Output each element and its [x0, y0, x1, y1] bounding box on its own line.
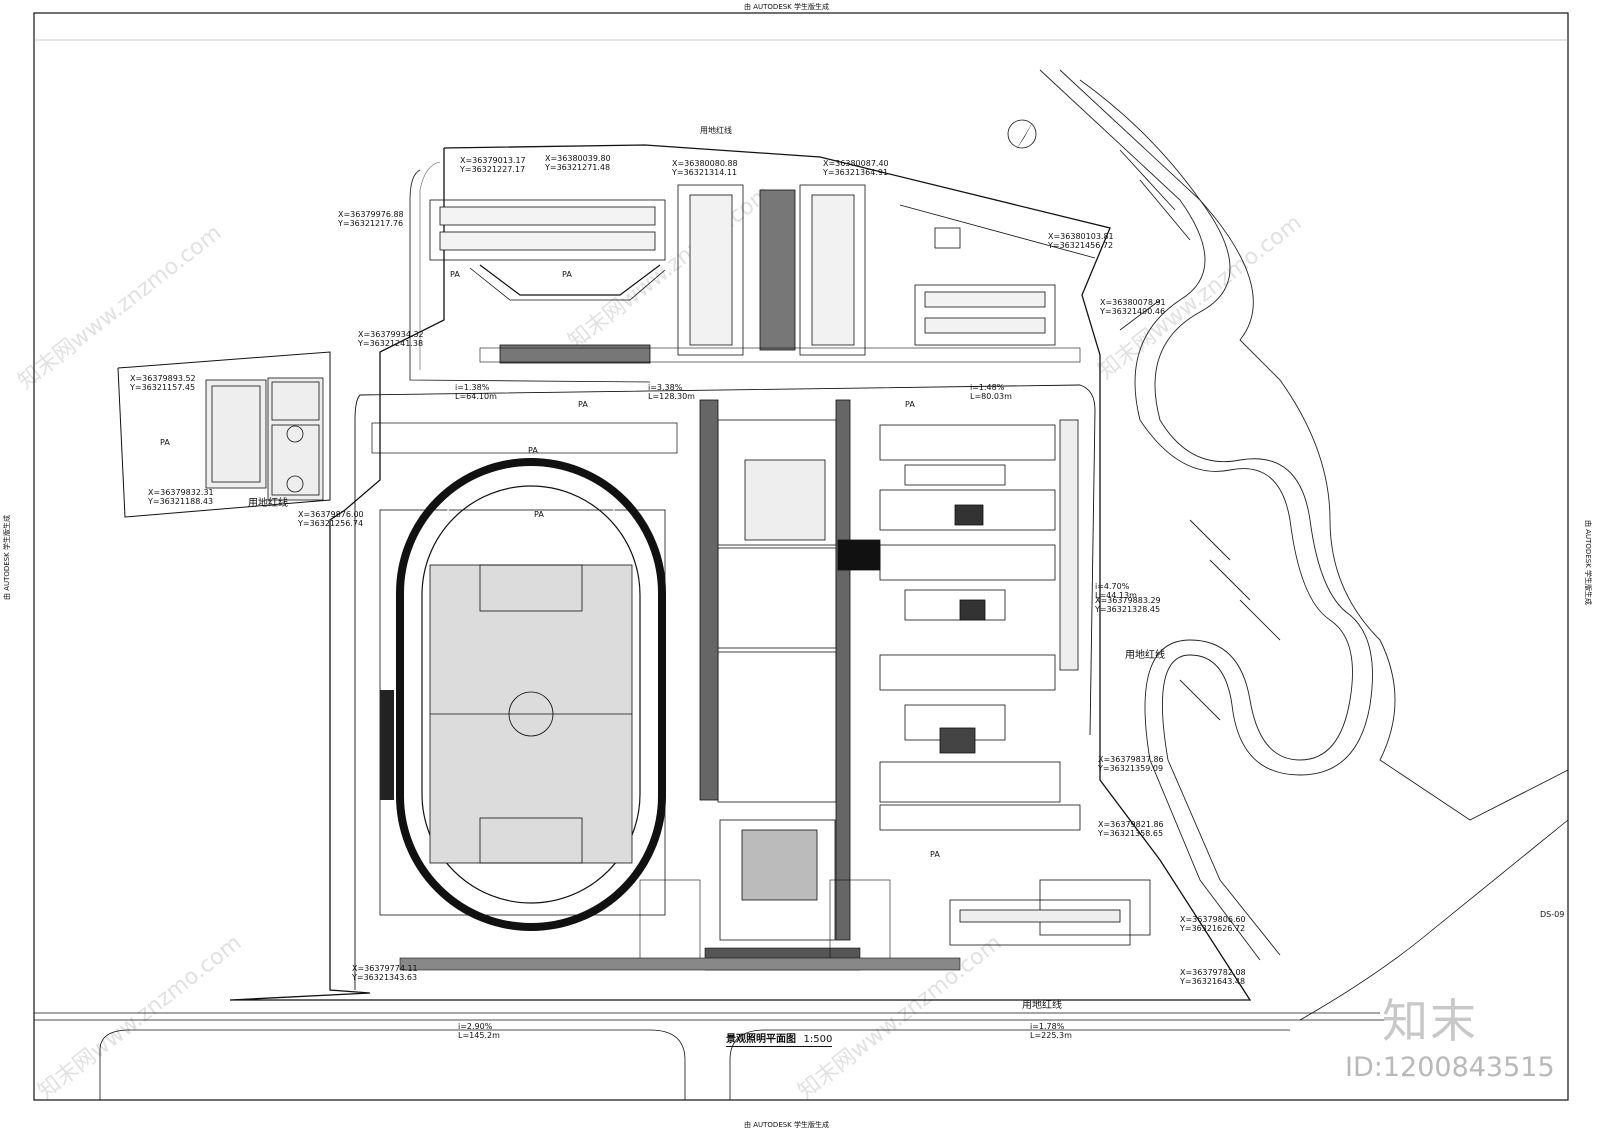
sports-field	[371, 422, 678, 931]
dorm-block-northwest	[429, 199, 666, 364]
area-code: PA	[930, 850, 940, 859]
area-code: PA	[528, 446, 538, 455]
area-code: PA	[450, 270, 460, 279]
road-gradient-label: i=1.48%L=80.03m	[970, 383, 1012, 401]
boundary-label-north: 用地红线	[700, 125, 732, 135]
site-boundary	[229, 144, 1252, 1001]
area-code: PA	[160, 438, 170, 447]
annex-boundary	[117, 351, 331, 518]
south-entrance-plaza	[399, 879, 961, 971]
drawing-title-block: 景观照明平面图 1:500	[726, 1030, 833, 1047]
northeast-building	[899, 204, 1096, 346]
annex-courts	[205, 377, 324, 501]
central-walkway	[479, 347, 1081, 363]
road-gradient-label: i=1.78%L=225.3m	[1030, 1022, 1072, 1040]
boundary-label: 用地红线	[1125, 650, 1165, 661]
header-stamp: 由 AUTODESK 学生版生成	[744, 3, 829, 11]
north-twin-buildings	[677, 184, 866, 356]
road-gradient-label: i=2.90%L=145.2m	[458, 1022, 500, 1040]
north-arrow-icon	[1007, 119, 1037, 150]
south-road	[34, 819, 1569, 1100]
watermark-id: ID:1200843515	[1345, 1052, 1555, 1083]
campus-ring-road	[354, 384, 1096, 990]
area-code: PA	[534, 510, 544, 519]
watermark-logo: 知末	[1382, 994, 1478, 1048]
hillside-road	[1039, 69, 1569, 961]
area-code: PA	[578, 400, 588, 409]
road-gradient-label: i=3.38%L=128.30m	[648, 383, 695, 401]
drawing-scale: 1:500	[803, 1034, 833, 1045]
area-code: PA	[562, 270, 572, 279]
footer-stamp: 由 AUTODESK 学生版生成	[744, 1121, 829, 1129]
boundary-label: 用地红线	[1022, 1000, 1062, 1011]
sheet-number: DS-09	[1540, 910, 1565, 919]
area-code: PA	[905, 400, 915, 409]
boundary-label: 用地红线	[248, 498, 288, 509]
sheet-frame	[33, 12, 1569, 1101]
road-gradient-label: i=1.38%L=64.10m	[455, 383, 497, 401]
drawing-title: 景观照明平面图	[726, 1034, 796, 1045]
central-building-cluster	[699, 399, 881, 941]
road-gradient-label: i=4.70%L=44.13m	[1095, 582, 1137, 600]
southeast-building	[949, 879, 1151, 946]
east-teaching-buildings	[879, 419, 1081, 831]
